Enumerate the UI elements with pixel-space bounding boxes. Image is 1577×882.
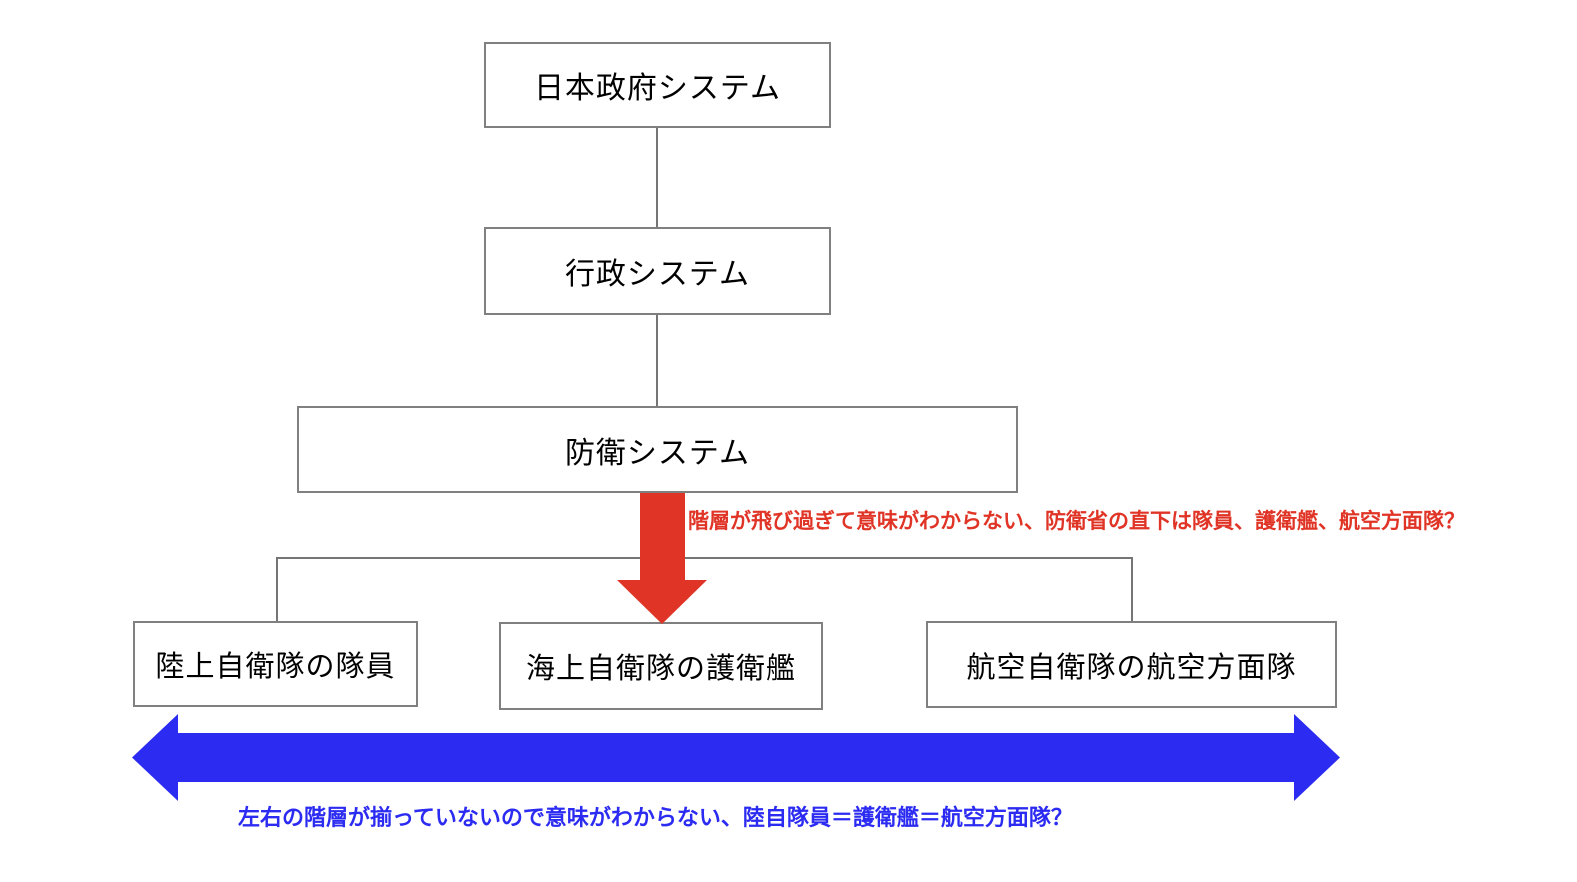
connector-admin-to-defense — [656, 315, 658, 406]
node-defense-system: 防衛システム — [297, 406, 1018, 493]
red-down-arrow-body — [640, 493, 685, 581]
node-administrative-system: 行政システム — [484, 227, 831, 315]
red-down-arrow-icon — [617, 580, 707, 624]
connector-drop-right — [1131, 557, 1133, 621]
node-label: 海上自衛隊の護衛艦 — [525, 653, 796, 685]
node-label: 航空自衛隊の航空方面隊 — [966, 651, 1297, 684]
connector-children-horizontal — [276, 557, 1133, 559]
node-label: 日本政府システム — [533, 72, 782, 105]
node-maritime-sdf-destroyers: 海上自衛隊の護衛艦 — [499, 622, 823, 710]
node-ground-sdf-members: 陸上自衛隊の隊員 — [133, 621, 418, 707]
connector-govt-to-admin — [656, 128, 658, 227]
node-japan-government-system: 日本政府システム — [484, 42, 831, 128]
node-air-sdf-air-commands: 航空自衛隊の航空方面隊 — [926, 621, 1337, 708]
node-label: 防衛システム — [564, 436, 751, 470]
blue-arrow-left-head-icon — [132, 714, 178, 801]
blue-double-arrow-body — [176, 733, 1296, 782]
node-label: 行政システム — [564, 258, 751, 291]
red-annotation-text: 階層が飛び過ぎて意味がわからない、防衛省の直下は隊員、護衛艦、航空方面隊？ — [688, 510, 1465, 533]
blue-annotation-text: 左右の階層が揃っていないので意味がわからない、陸自隊員＝護衛艦＝航空方面隊？ — [238, 805, 1073, 830]
connector-drop-left — [276, 557, 278, 621]
node-label: 陸上自衛隊の隊員 — [155, 651, 396, 683]
blue-arrow-right-head-icon — [1294, 714, 1340, 801]
